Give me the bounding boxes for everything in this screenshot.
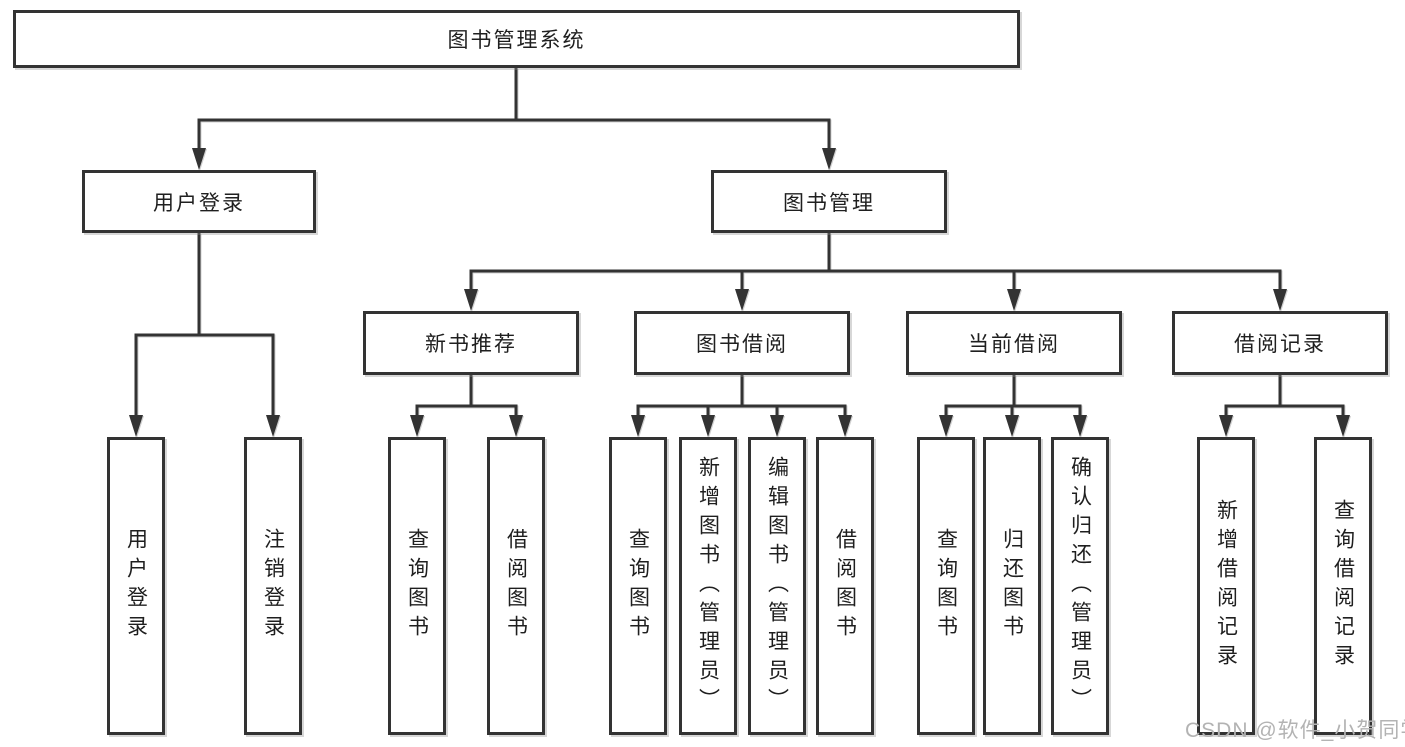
leaf-add-borrow-record: 新增借阅记录 <box>1197 437 1255 735</box>
leaf-borrow-books: 借阅图书 <box>816 437 874 735</box>
leaf-query-books-recommend: 查询图书 <box>388 437 446 735</box>
connector-arrowheads <box>129 148 1350 437</box>
node-label: 新书推荐 <box>425 333 517 356</box>
node-label: 图书管理系统 <box>447 29 586 52</box>
leaf-return-books: 归还图书 <box>983 437 1041 735</box>
leaf-query-books-current: 查询图书 <box>917 437 975 735</box>
leaf-user-login: 用户登录 <box>107 437 165 735</box>
node-label: 查询图书 <box>405 528 429 644</box>
node-label: 编辑图书（管理员） <box>765 455 789 717</box>
node-label: 当前借阅 <box>968 333 1060 356</box>
node-label: 借阅图书 <box>504 528 528 644</box>
leaf-logout: 注销登录 <box>244 437 302 735</box>
node-label: 注销登录 <box>261 528 285 644</box>
leaf-add-books-admin: 新增图书（管理员） <box>679 437 737 735</box>
node-label: 查询图书 <box>934 528 958 644</box>
leaf-query-books-borrow: 查询图书 <box>609 437 667 735</box>
leaf-query-borrow-record: 查询借阅记录 <box>1314 437 1372 735</box>
node-book-management-system: 图书管理系统 <box>13 10 1020 68</box>
node-label: 用户登录 <box>153 191 245 215</box>
node-label: 图书借阅 <box>696 333 788 356</box>
node-label: 归还图书 <box>1000 528 1024 644</box>
node-current-borrowing: 当前借阅 <box>906 311 1122 375</box>
leaf-confirm-return-admin: 确认归还（管理员） <box>1051 437 1109 735</box>
node-user-login: 用户登录 <box>82 170 316 233</box>
node-label: 借阅记录 <box>1234 333 1326 356</box>
node-label: 新增借阅记录 <box>1214 499 1238 673</box>
node-label: 用户登录 <box>124 528 148 644</box>
node-label: 查询图书 <box>626 528 650 644</box>
node-label: 确认归还（管理员） <box>1068 455 1092 717</box>
node-book-management: 图书管理 <box>711 170 947 233</box>
node-label: 新增图书（管理员） <box>696 455 720 717</box>
connector-segments <box>134 68 1345 417</box>
leaf-borrow-books-recommend: 借阅图书 <box>487 437 545 735</box>
node-label: 查询借阅记录 <box>1331 499 1355 673</box>
node-label: 借阅图书 <box>833 528 857 644</box>
node-borrowing-records: 借阅记录 <box>1172 311 1388 375</box>
node-label: 图书管理 <box>783 191 875 215</box>
watermark: CSDN @软件_小贺同学 <box>1185 719 1405 742</box>
node-new-book-recommendation: 新书推荐 <box>363 311 579 375</box>
node-book-borrowing: 图书借阅 <box>634 311 850 375</box>
leaf-edit-books-admin: 编辑图书（管理员） <box>748 437 806 735</box>
